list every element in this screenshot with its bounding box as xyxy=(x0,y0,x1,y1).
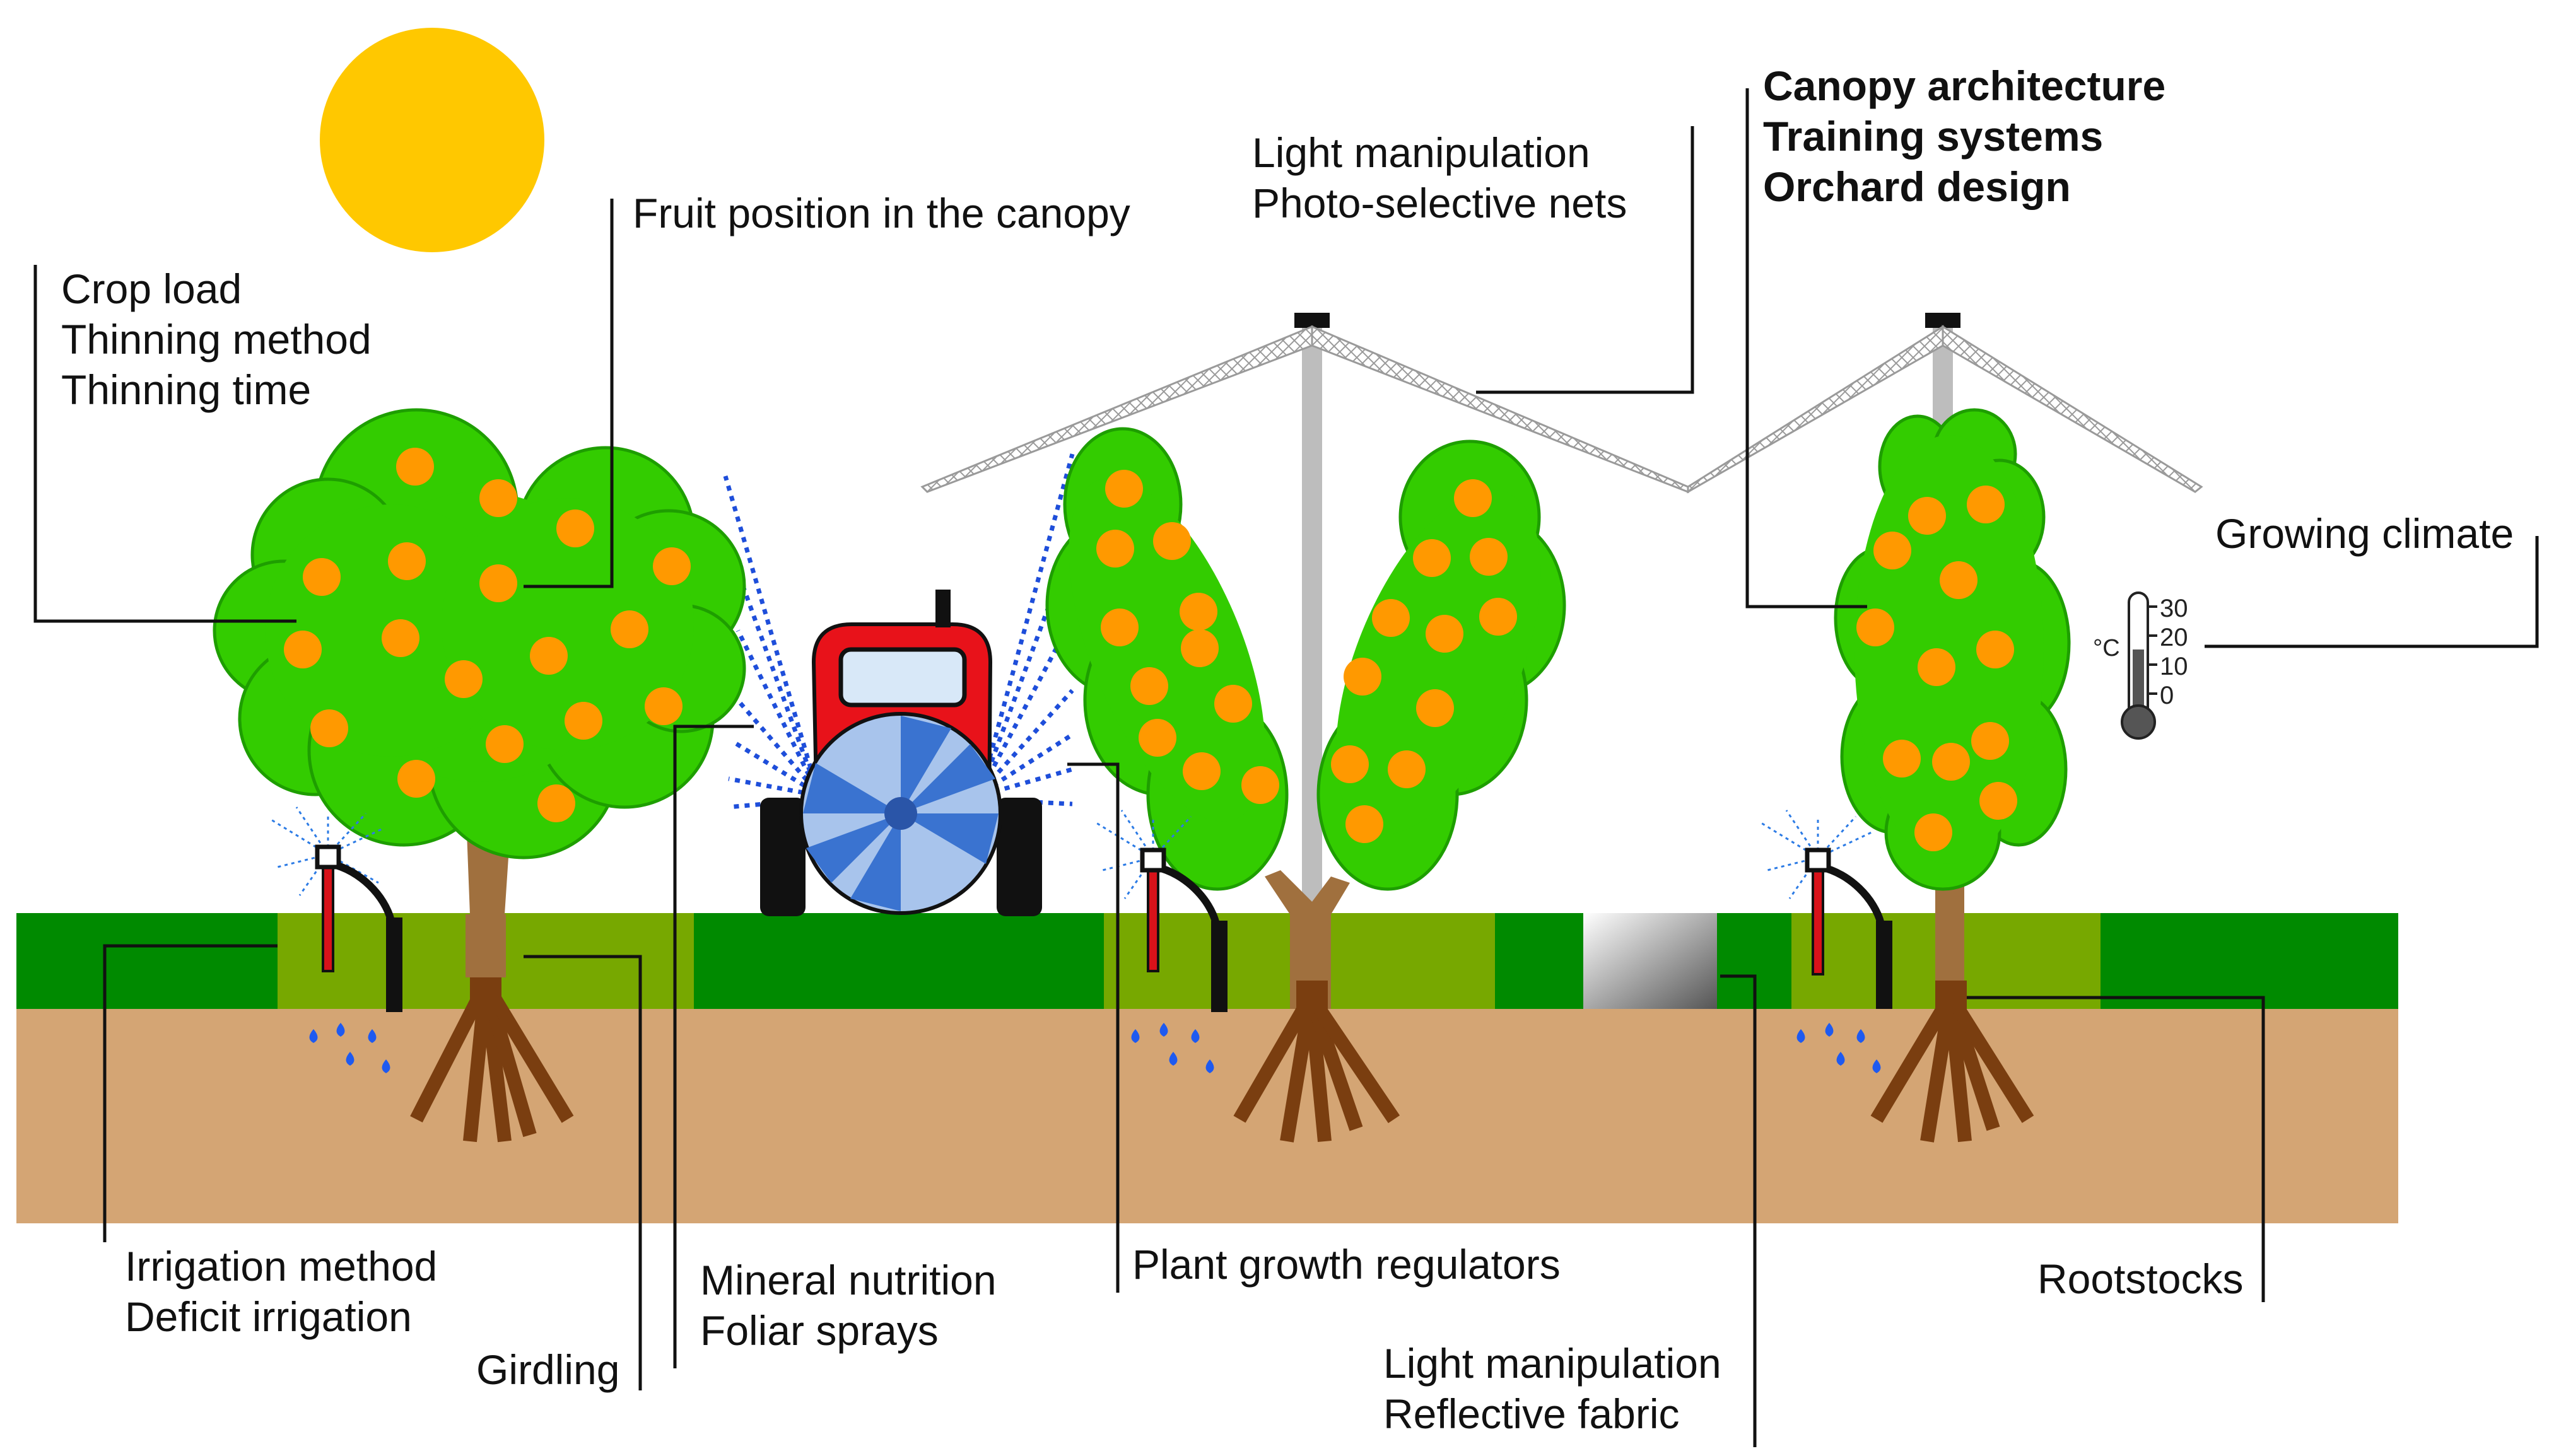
roots-2 xyxy=(1233,981,1400,1143)
tractor-wheel-left xyxy=(760,798,806,916)
tree-1 xyxy=(213,408,746,1143)
leader-light-nets xyxy=(1476,126,1694,394)
pole-cap-1 xyxy=(1294,313,1330,328)
label-photo-selective-nets: Photo-selective nets xyxy=(1252,180,1627,226)
sprinkler-2 xyxy=(1096,810,1228,1012)
sprinkler-1 xyxy=(271,807,402,1012)
sun xyxy=(320,28,544,252)
trunk-1-base xyxy=(466,914,506,977)
label-fruit-position: Fruit position in the canopy xyxy=(633,190,1130,236)
leader-fruit-position xyxy=(524,199,614,588)
net-pole-1 xyxy=(1302,323,1322,914)
fruits-3 xyxy=(1856,486,2017,851)
leader-irrigation xyxy=(103,944,278,1242)
label-light-manipulation-fabric: Light manipulation xyxy=(1383,1340,1721,1387)
tree-2 xyxy=(1045,427,1566,1143)
leader-nutrition xyxy=(673,725,754,1368)
label-foliar-sprays: Foliar sprays xyxy=(700,1307,939,1354)
leader-pgr xyxy=(1067,762,1120,1293)
label-thinning-method: Thinning method xyxy=(61,316,372,363)
leader-crop xyxy=(33,265,296,623)
leader-climate xyxy=(2205,536,2539,648)
roots-1 xyxy=(410,977,574,1143)
tree-3 xyxy=(1761,408,2071,1143)
thermometer-tick-20: 20 xyxy=(2160,624,2188,651)
canopy-2-left xyxy=(1045,427,1289,891)
label-training-systems: Training systems xyxy=(1763,113,2104,160)
leader-girdling xyxy=(524,955,642,1390)
thermometer-tick-0: 0 xyxy=(2160,682,2174,709)
leader-lines xyxy=(33,88,2539,1447)
tractor xyxy=(760,590,1042,916)
water-drops-2 xyxy=(1131,1023,1214,1073)
fruits-1 xyxy=(284,448,691,822)
thermometer-unit: °C xyxy=(2093,635,2120,661)
label-deficit-irrigation: Deficit irrigation xyxy=(125,1293,412,1340)
net-right-slope xyxy=(1942,325,2203,493)
label-light-manipulation-nets: Light manipulation xyxy=(1252,129,1590,176)
label-plant-growth-regulators: Plant growth regulators xyxy=(1132,1241,1561,1288)
thermometer: 30 20 10 0 °C xyxy=(2093,591,2188,740)
sprayer-fan xyxy=(799,712,1002,915)
label-growing-climate: Growing climate xyxy=(2215,510,2514,557)
tractor-wheel-right xyxy=(997,798,1042,916)
water-drops-3 xyxy=(1796,1023,1881,1073)
pole-cap-2 xyxy=(1925,313,1960,328)
trunk-2 xyxy=(1265,870,1350,1009)
label-crop-load: Crop load xyxy=(61,265,242,312)
label-orchard-design: Orchard design xyxy=(1763,163,2071,210)
tractor-exhaust xyxy=(935,590,951,627)
water-drops-1 xyxy=(309,1023,390,1073)
leader-light-fabric xyxy=(1720,974,1757,1447)
sprinkler-3 xyxy=(1761,810,1892,1009)
reflective-fabric xyxy=(1583,913,1717,1009)
label-reflective-fabric: Reflective fabric xyxy=(1383,1390,1680,1437)
canopy-2-right xyxy=(1316,440,1566,891)
tractor-window xyxy=(838,647,967,708)
fruits-2 xyxy=(1096,470,1517,843)
label-girdling: Girdling xyxy=(476,1346,620,1393)
leader-canopy xyxy=(1745,88,1867,609)
thermometer-tick-30: 30 xyxy=(2160,595,2188,622)
label-irrigation-method: Irrigation method xyxy=(125,1243,438,1290)
leader-rootstocks xyxy=(1967,996,2265,1302)
label-thinning-time: Thinning time xyxy=(61,366,312,413)
roots-3 xyxy=(1870,981,2034,1143)
label-rootstocks: Rootstocks xyxy=(2037,1255,2244,1302)
label-mineral-nutrition: Mineral nutrition xyxy=(700,1257,997,1303)
thermometer-tick-10: 10 xyxy=(2160,653,2188,680)
label-canopy-architecture: Canopy architecture xyxy=(1763,62,2166,109)
canopy-3 xyxy=(1834,408,2071,891)
